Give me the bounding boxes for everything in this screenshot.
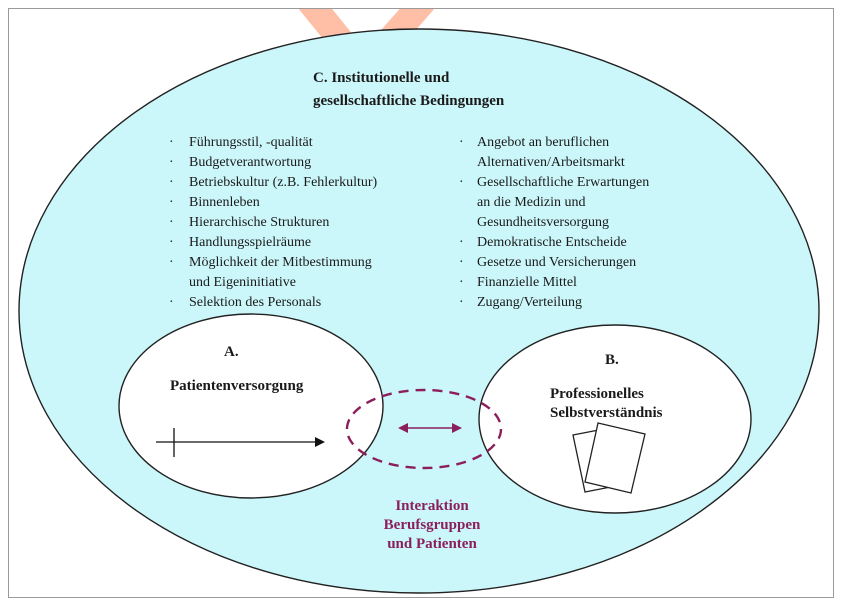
circle-a-patientenversorgung	[118, 313, 384, 499]
list-bullet: ·	[459, 295, 464, 310]
outer-title-line1: C. Institutionelle und	[313, 70, 450, 86]
list-item: Führungsstil, -qualität	[189, 135, 313, 150]
list-bullet: ·	[169, 215, 174, 230]
interaction-label-line3: und Patienten	[387, 536, 477, 552]
list-item: Demokratische Entscheide	[477, 235, 627, 250]
list-bullet: ·	[169, 175, 174, 190]
list-bullet: ·	[169, 295, 174, 310]
list-item: Finanzielle Mittel	[477, 275, 577, 290]
list-item: Gesundheitsversorgung	[477, 215, 609, 230]
list-bullet: ·	[169, 135, 174, 150]
list-bullet: ·	[169, 235, 174, 250]
timeline-arrow-icon	[156, 428, 325, 457]
circle-a-label: Patientenversorgung	[170, 378, 304, 394]
list-item: Binnenleben	[189, 195, 260, 210]
institutional-conditions-diagram: C. Institutionelle und gesellschaftliche…	[18, 9, 820, 594]
circle-b-selbstverstaendnis	[478, 324, 752, 514]
list-bullet: ·	[169, 255, 174, 270]
list-item: Gesellschaftliche Erwartungen	[477, 175, 649, 190]
circle-b-letter: B.	[605, 352, 619, 368]
list-item: an die Medizin und	[477, 195, 585, 210]
list-item: Hierarchische Strukturen	[189, 215, 329, 230]
circle-b-label-line2: Selbstverständnis	[550, 405, 663, 421]
list-item: Zugang/Verteilung	[477, 295, 582, 310]
double-arrow-icon	[398, 423, 462, 433]
list-bullet: ·	[459, 275, 464, 290]
list-bullet: ·	[459, 175, 464, 190]
interaction-label-line2: Berufsgruppen	[384, 517, 481, 533]
list-bullet: ·	[459, 255, 464, 270]
list-item: Handlungsspielräume	[189, 235, 311, 250]
list-item: Alternativen/Arbeitsmarkt	[477, 155, 625, 170]
list-item: und Eigeninitiative	[189, 275, 296, 290]
list-bullet: ·	[459, 235, 464, 250]
figure-frame: C. Institutionelle und gesellschaftliche…	[8, 8, 834, 598]
list-item: Betriebskultur (z.B. Fehlerkultur)	[189, 175, 378, 190]
list-item: Selektion des Personals	[189, 295, 321, 310]
right-conditions-list: · Angebot an beruflichen Alternativen/Ar…	[459, 135, 649, 310]
list-bullet: ·	[169, 155, 174, 170]
circle-b-label-line1: Professionelles	[550, 386, 644, 402]
interaction-label-line1: Interaktion	[395, 498, 469, 514]
list-bullet: ·	[459, 135, 464, 150]
list-item: Angebot an beruflichen	[477, 135, 609, 150]
left-conditions-list: · Führungsstil, -qualität · Budgetverant…	[169, 135, 378, 310]
documents-icon	[572, 422, 646, 494]
list-item: Gesetze und Versicherungen	[477, 255, 636, 270]
list-bullet: ·	[169, 195, 174, 210]
list-item: Möglichkeit der Mitbestimmung	[189, 255, 372, 270]
list-item: Budgetverantwortung	[189, 155, 311, 170]
interaction-dashed-ellipse	[345, 388, 503, 470]
circle-a-letter: A.	[224, 344, 239, 360]
outer-title-line2: gesellschaftliche Bedingungen	[313, 93, 505, 109]
